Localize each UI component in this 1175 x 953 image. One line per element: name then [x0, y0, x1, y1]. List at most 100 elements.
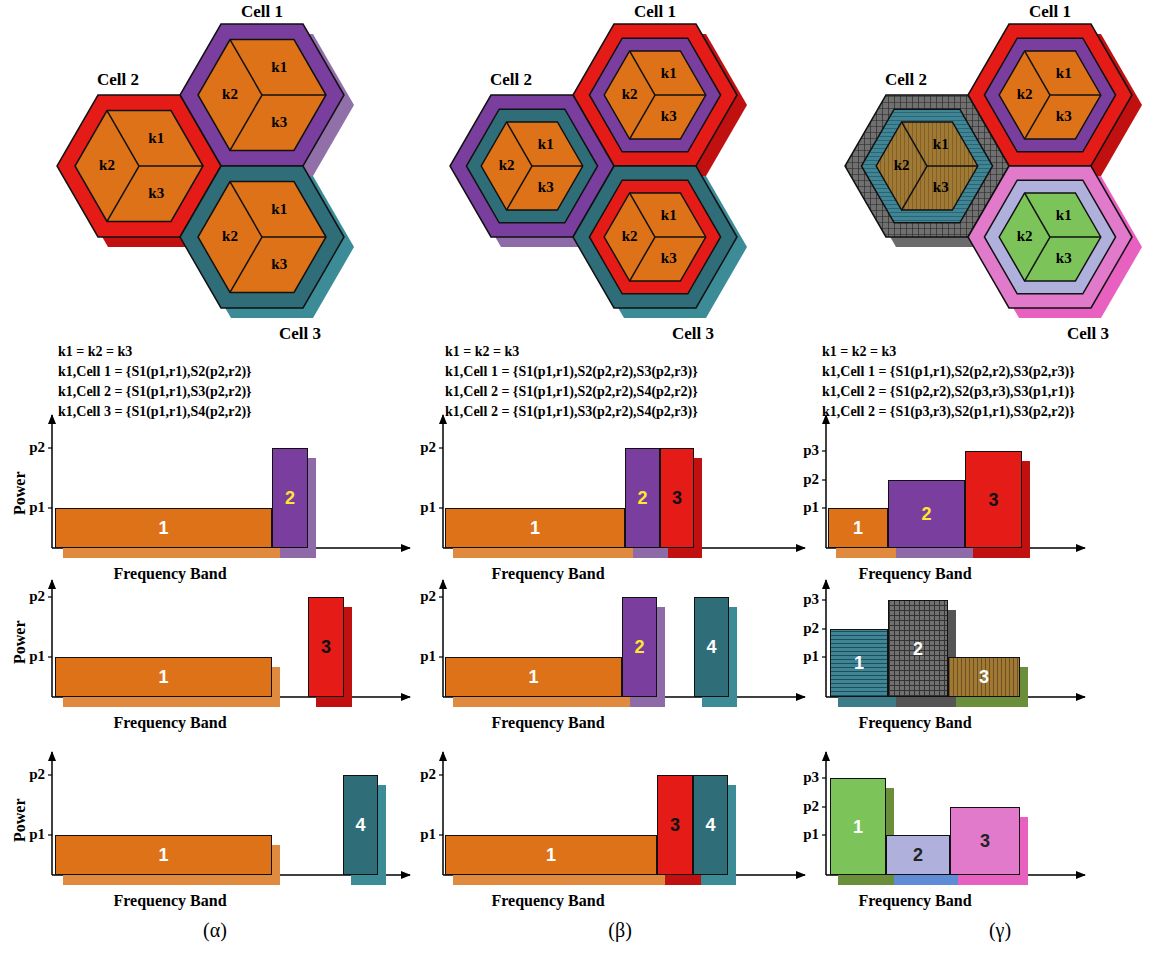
axis-tick — [822, 450, 826, 451]
sector-name: k3 — [271, 114, 287, 131]
axis-title: Frequency Band — [114, 892, 227, 910]
bar-number: 1 — [158, 668, 168, 686]
sector-name: k3 — [148, 185, 164, 202]
sector-line — [655, 94, 706, 96]
bar-number: 2 — [921, 505, 931, 523]
power-bar: 2 — [272, 448, 308, 548]
power-axis — [825, 580, 827, 697]
bar-number: 1 — [546, 846, 556, 864]
allocation-formula: k1,Cell 1 = {S1(p1,r1),S2(p2,r2)} — [58, 364, 252, 380]
sector-line — [1050, 94, 1101, 96]
cell-ring — [968, 166, 1132, 308]
cell-ring — [466, 109, 597, 223]
axis-tick — [822, 806, 826, 807]
axis-title: Frequency Band — [492, 892, 605, 910]
power-bar: 4 — [693, 775, 728, 875]
sector-name: k3 — [538, 179, 554, 196]
sector-name: k2 — [99, 157, 115, 174]
axis-tick — [439, 447, 443, 448]
power-level: p2 — [29, 439, 45, 456]
power-level: p2 — [29, 588, 45, 605]
power-level: p2 — [29, 766, 45, 783]
power-level: p1 — [420, 648, 436, 665]
sector-name: k1 — [148, 130, 164, 147]
cell-name: Cell 2 — [885, 70, 927, 90]
bar-number: 2 — [637, 489, 647, 507]
sector-name: k2 — [222, 86, 238, 103]
allocation-formula: k1,Cell 2 = {S1(p1,r1),S3(p2,r2)} — [58, 384, 252, 400]
bar-number: 3 — [988, 491, 998, 509]
bar-number: 3 — [980, 832, 990, 850]
power-axis — [51, 415, 53, 548]
bar-number: 2 — [285, 489, 295, 507]
power-level: p1 — [420, 499, 436, 516]
bar-number: 4 — [705, 816, 715, 834]
bar-number: 1 — [530, 519, 540, 537]
allocation-formula: k1 = k2 = k3 — [822, 344, 896, 360]
bar-number: 2 — [913, 846, 923, 864]
power-level: p2 — [803, 471, 819, 488]
sector-line — [532, 165, 583, 167]
sector-line — [927, 165, 978, 167]
allocation-formula: k1 = k2 = k3 — [58, 344, 132, 360]
sector-name: k2 — [1017, 228, 1033, 245]
power-level: p1 — [803, 648, 819, 665]
power-axis — [442, 752, 444, 875]
sector-line — [139, 165, 203, 167]
power-bar: 3 — [948, 657, 1020, 697]
power-bar: 3 — [308, 597, 344, 697]
sector-name: k1 — [661, 65, 677, 82]
sector-name: k2 — [622, 86, 638, 103]
axis-tick — [439, 507, 443, 508]
bar-number: 3 — [670, 816, 680, 834]
cell-ring — [984, 38, 1115, 152]
allocation-formula: k1,Cell 1 = {S1(p1,r1),S2(p2,r2),S3(p2,r… — [445, 364, 698, 380]
cell-name: Cell 1 — [1029, 2, 1071, 22]
power-bar: 3 — [660, 448, 694, 548]
power-bar: 4 — [343, 775, 378, 875]
allocation-formula: k1,Cell 2 = {S1(p1,r1),S2(p2,r2),S4(p2,r… — [445, 384, 698, 400]
allocation-formula: k1 = k2 = k3 — [445, 344, 519, 360]
axis-tick — [48, 596, 52, 597]
sector-name: k1 — [661, 207, 677, 224]
power-bar: 3 — [950, 807, 1020, 875]
cell-name: Cell 3 — [1067, 324, 1109, 344]
axis-tick — [439, 596, 443, 597]
axis-tick — [822, 777, 826, 778]
power-level: p2 — [803, 620, 819, 637]
cell-ring — [75, 111, 203, 222]
bar-number: 3 — [979, 668, 989, 686]
axis-title: Frequency Band — [859, 892, 972, 910]
power-level: p2 — [420, 439, 436, 456]
sector-name: k2 — [222, 228, 238, 245]
power-bar: 2 — [888, 480, 965, 548]
sector-line — [230, 95, 262, 150]
subfigure-label: (β) — [608, 919, 632, 942]
sector-name: k3 — [1056, 250, 1072, 267]
axis-tick — [822, 656, 826, 657]
sector-name: k3 — [271, 256, 287, 273]
bar-number: 1 — [528, 668, 538, 686]
axis-tick — [48, 834, 52, 835]
axis-title: Frequency Band — [114, 714, 227, 732]
power-bar: 1 — [445, 508, 625, 548]
power-bar: 1 — [828, 508, 888, 548]
cell-ring — [861, 109, 992, 223]
axis-tick — [822, 628, 826, 629]
cell-ring — [198, 182, 326, 293]
axis-title: Frequency Band — [859, 565, 972, 583]
power-level: p1 — [29, 499, 45, 516]
cell-name: Cell 1 — [634, 2, 676, 22]
sector-line — [1050, 236, 1101, 238]
sector-name: k1 — [538, 136, 554, 153]
sector-name: k1 — [271, 201, 287, 218]
axis-tick — [822, 507, 826, 508]
power-bar: 1 — [830, 629, 888, 697]
subfigure-label: (γ) — [989, 919, 1011, 942]
bar-number: 4 — [355, 816, 365, 834]
allocation-formula: k1,Cell 2 = {S1(p3,r3),S2(p1,r1),S3(p2,r… — [822, 404, 1075, 420]
allocation-formula: k1,Cell 1 = {S1(p1,r1),S2(p2,r2),S3(p2,r… — [822, 364, 1075, 380]
power-level: p2 — [803, 798, 819, 815]
axis-title: Frequency Band — [859, 714, 972, 732]
power-axis — [825, 415, 827, 548]
